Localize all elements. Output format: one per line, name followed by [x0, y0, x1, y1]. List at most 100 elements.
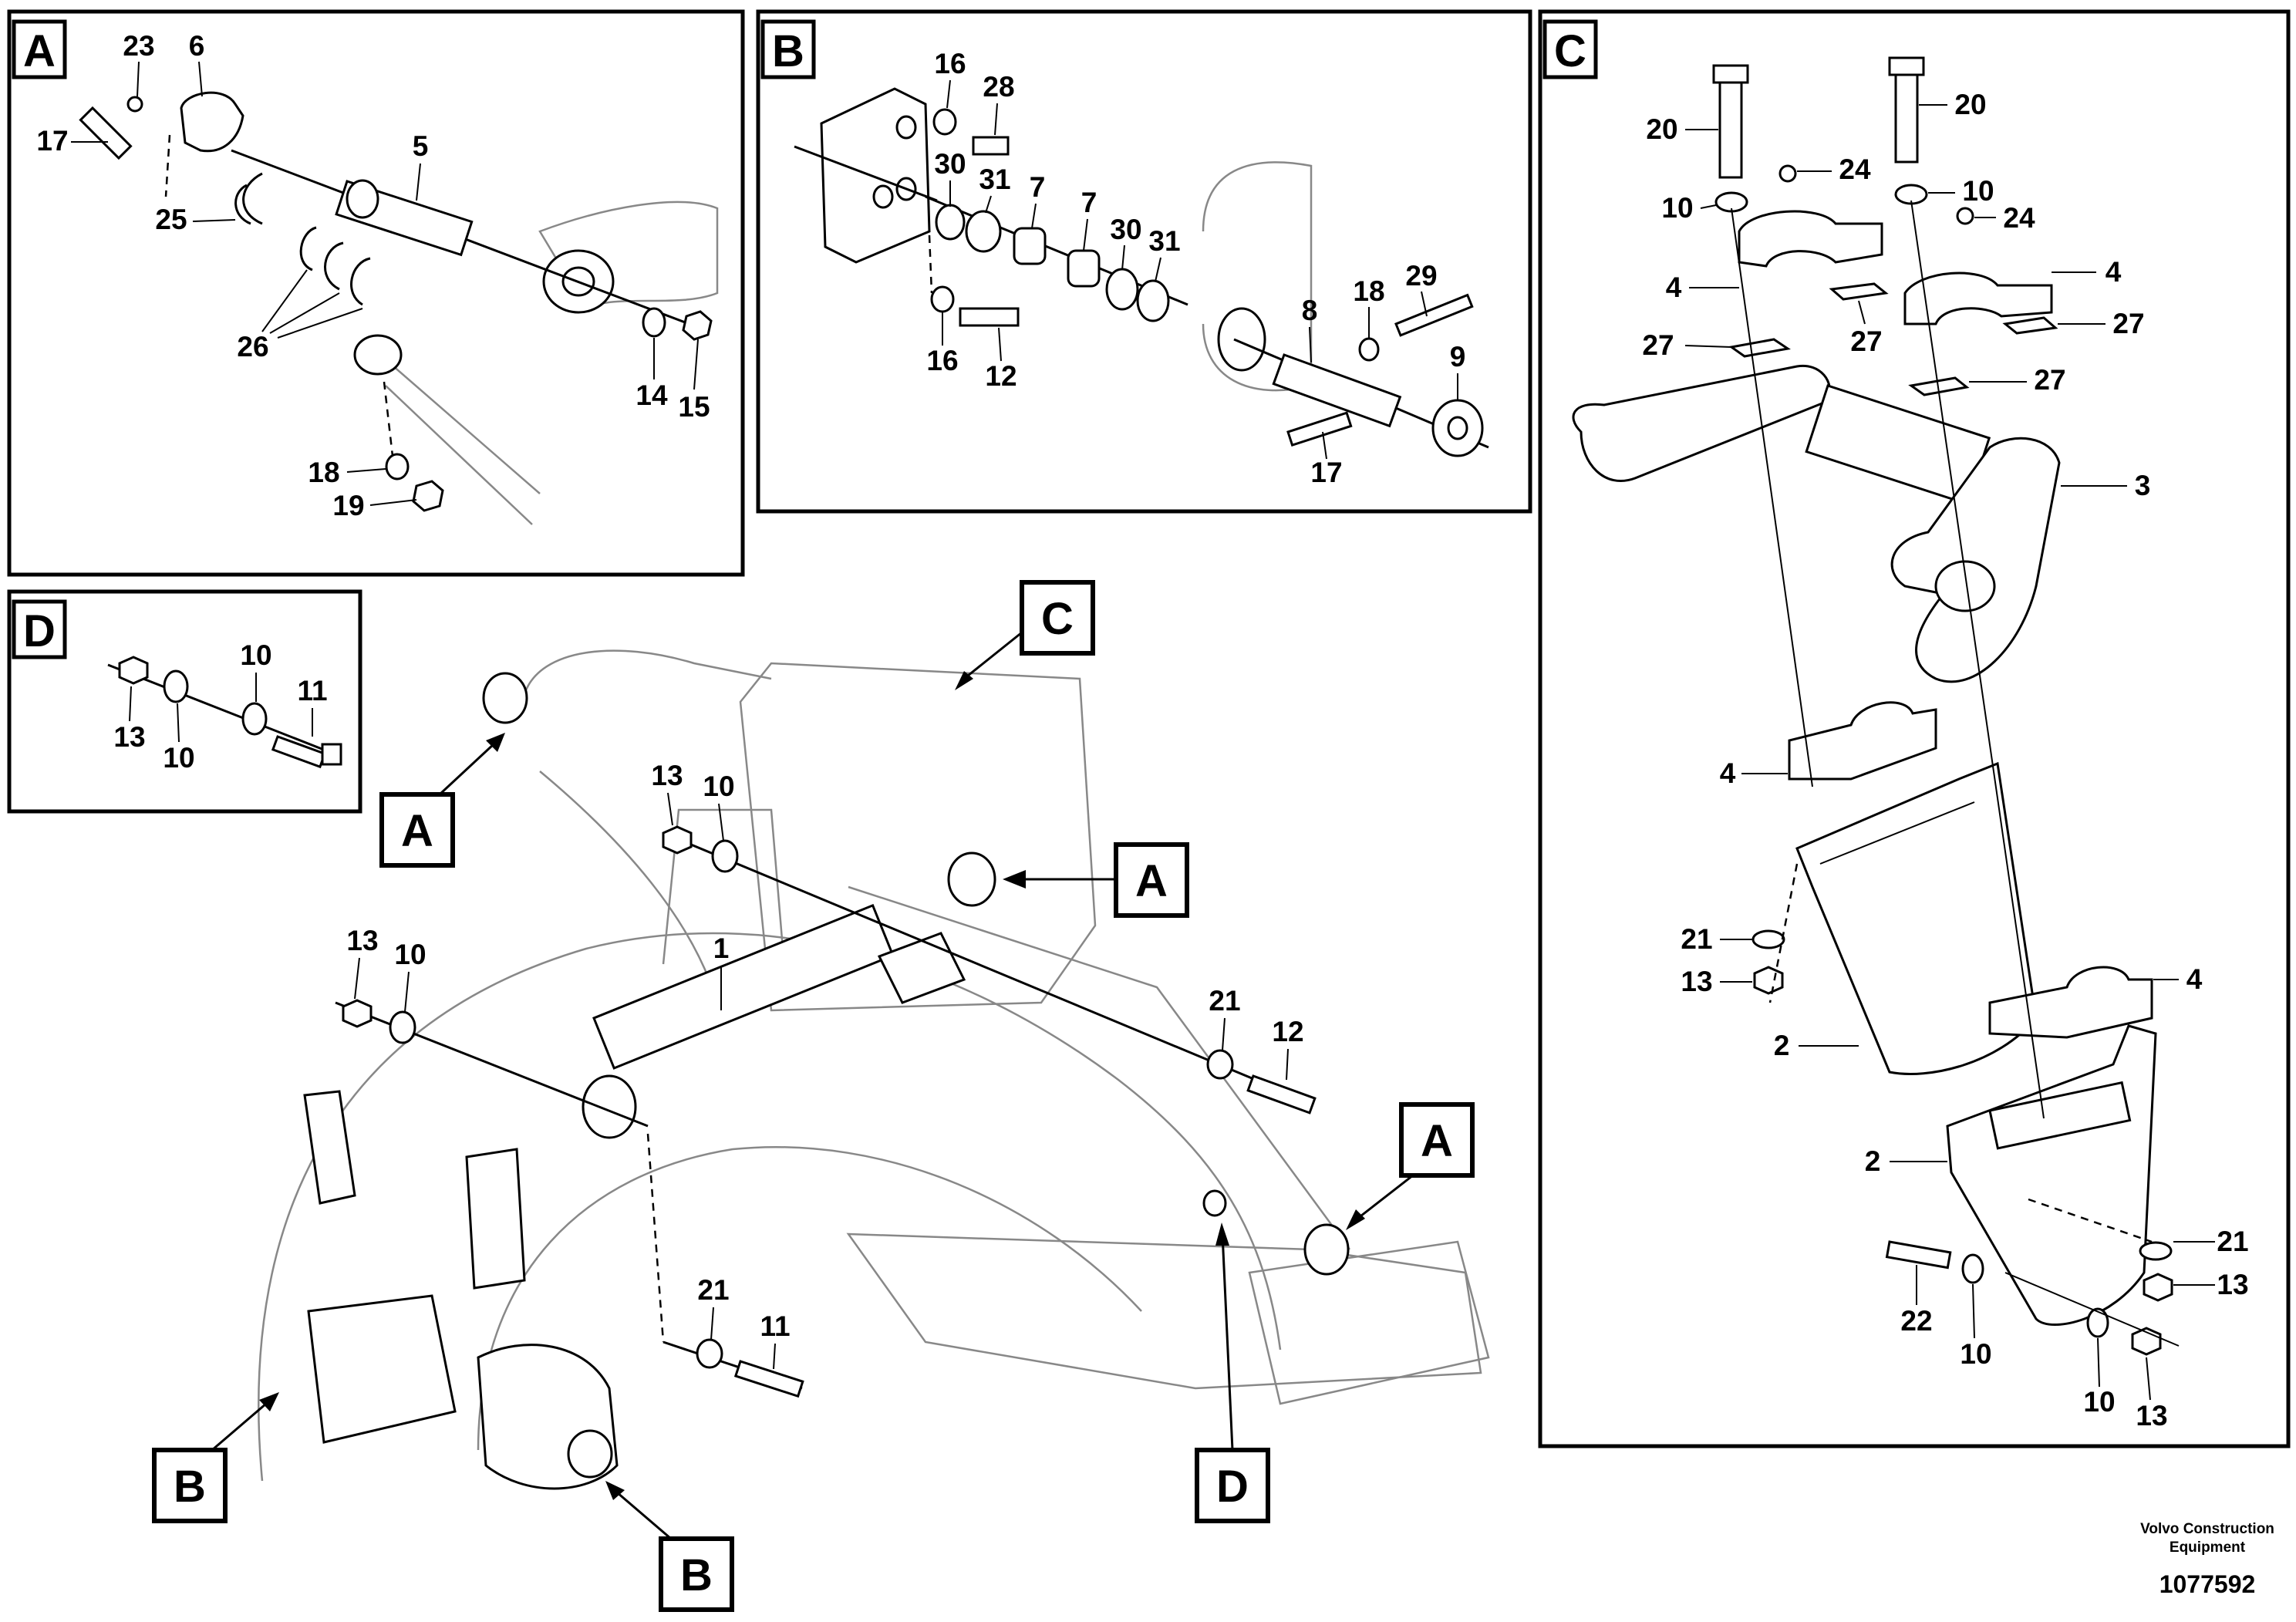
main-cap-a-mid — [947, 851, 996, 907]
label-a-23: 23 — [123, 30, 154, 62]
arm-left — [1572, 364, 1832, 483]
ring-26b — [324, 241, 344, 291]
main-cap-a-left — [482, 672, 528, 724]
label-b-7b: 7 — [1081, 187, 1097, 218]
nut-19 — [412, 480, 444, 512]
bolt-12b — [1246, 1074, 1317, 1114]
label-c-2a: 2 — [1774, 1030, 1790, 1061]
label-main-10b: 10 — [394, 939, 426, 970]
label-c-10b: 10 — [1962, 175, 1994, 207]
washer-14 — [642, 307, 666, 338]
bolt-20a — [1718, 76, 1743, 179]
leader-main-21a — [1222, 1017, 1226, 1051]
view-b-hole3 — [872, 184, 894, 209]
shim-27a — [1728, 338, 1791, 358]
label-c-21a: 21 — [1681, 923, 1712, 955]
svg-text:B: B — [174, 1462, 206, 1512]
label-c-2b: 2 — [1865, 1145, 1881, 1177]
label-b-7a: 7 — [1030, 171, 1046, 203]
bushing-7b — [1067, 249, 1101, 288]
leader-main-10b — [404, 971, 410, 1013]
footer-company-line1: Volvo Construction — [2140, 1521, 2274, 1537]
svg-text:A: A — [1135, 856, 1168, 906]
view-c-frame — [1538, 9, 2291, 1448]
washer-16a — [932, 108, 957, 136]
bushing-7a — [1013, 227, 1047, 265]
label-c-4c: 4 — [1720, 757, 1736, 789]
view-b-bracket — [820, 87, 931, 264]
view-d-label: D — [23, 606, 56, 656]
label-a-5: 5 — [413, 130, 429, 162]
label-a-14: 14 — [636, 379, 668, 411]
leader-main-13b — [354, 957, 360, 1000]
label-c-3: 3 — [2135, 470, 2151, 501]
washer-10f — [241, 702, 268, 736]
label-c-20b: 20 — [1954, 89, 1986, 120]
bolt-17 — [79, 106, 133, 160]
view-b-arm-outline — [1202, 161, 1313, 392]
label-b-16a: 16 — [934, 48, 966, 79]
main-dash — [646, 1133, 665, 1343]
view-a-dash — [383, 381, 395, 464]
washer-30a — [935, 204, 966, 241]
view-a-frame — [7, 9, 745, 577]
leader-a-15 — [693, 339, 699, 390]
main-assembly: 13 10 13 10 1 21 12 21 11 C A — [152, 580, 1490, 1612]
view-c-bolt-line-a — [1731, 207, 1813, 787]
bracket-2b-top — [1988, 1081, 2132, 1150]
footer-drawing-number: 1077592 — [2159, 1570, 2256, 1598]
ring-26c — [350, 257, 371, 306]
label-b-28: 28 — [983, 71, 1014, 103]
label-a-19: 19 — [332, 490, 364, 521]
leader-b-31b — [1155, 257, 1161, 282]
view-a-lower-cap — [353, 334, 403, 376]
washer-30b — [1105, 268, 1139, 311]
label-b-12: 12 — [985, 360, 1017, 392]
bolt-20b-head — [1888, 56, 1925, 76]
view-d-axis — [107, 663, 340, 757]
view-b-hole1 — [895, 115, 917, 140]
callout-a-left: A — [379, 733, 505, 868]
svg-text:C: C — [1041, 594, 1074, 644]
leader-a-25 — [192, 219, 236, 222]
label-b-30a: 30 — [934, 148, 966, 180]
label-d-10b: 10 — [163, 742, 194, 774]
view-b-boss — [1217, 307, 1266, 372]
main-plug-d — [1202, 1189, 1227, 1217]
leader-b-12 — [998, 327, 1002, 362]
leader-c-10d — [2097, 1337, 2100, 1388]
nipple-23 — [126, 96, 143, 113]
bolt-11b — [733, 1360, 804, 1398]
leader-b-29 — [1421, 291, 1428, 317]
view-b-label: B — [772, 26, 804, 76]
leader-c-27a — [1684, 345, 1732, 348]
view-b-label-box — [760, 19, 816, 79]
callout-a-mid: A — [1003, 842, 1189, 918]
shaft-8 — [1272, 353, 1402, 428]
leader-b-8 — [1309, 326, 1312, 363]
arm-3 — [1890, 437, 2061, 683]
washer-10d — [2086, 1307, 2109, 1338]
label-c-13c: 13 — [2136, 1400, 2167, 1431]
leader-main-13a — [667, 792, 673, 826]
cap-4c — [1788, 701, 1937, 781]
bolt-29 — [1394, 293, 1474, 337]
label-d-11: 11 — [297, 675, 327, 706]
view-b-dash — [928, 234, 933, 294]
bolt-12 — [959, 307, 1020, 327]
cap-4b — [1903, 271, 2053, 325]
label-a-6: 6 — [189, 30, 205, 62]
svg-text:A: A — [401, 806, 433, 856]
main-stop-left — [303, 1090, 356, 1205]
bolt-28 — [972, 136, 1010, 156]
bracket-2a-ridge — [1819, 801, 1975, 865]
cylinder-1 — [592, 903, 895, 1070]
leader-c-13c — [2146, 1357, 2151, 1401]
main-axis-lower — [335, 1001, 649, 1128]
washer-21c — [1206, 1049, 1234, 1080]
leader-a-5 — [416, 163, 421, 201]
label-c-13a: 13 — [1681, 966, 1712, 997]
leader-main-11 — [773, 1343, 776, 1370]
leader-b-7b — [1083, 218, 1088, 251]
label-c-20a: 20 — [1646, 113, 1677, 145]
